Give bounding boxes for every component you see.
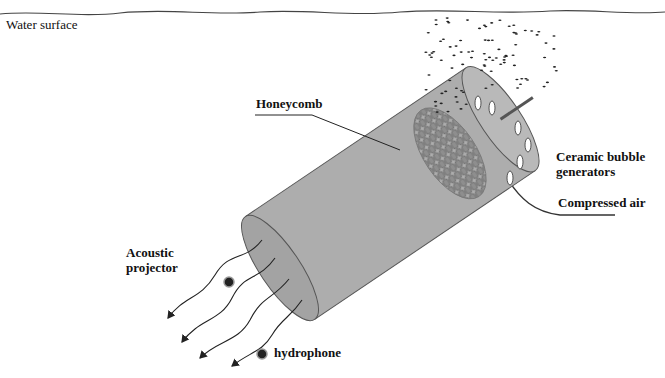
water-surface-label: Water surface [6, 18, 78, 33]
leader-line [255, 115, 312, 116]
cylinder-tank [229, 46, 568, 331]
water-surface-line [0, 11, 665, 15]
rod [501, 97, 533, 119]
hydrophone-label: hydrophone [274, 346, 341, 361]
hydrophone-dot [257, 349, 267, 359]
leader-line [312, 115, 400, 150]
projector-dot [224, 277, 234, 287]
bubbles [424, 17, 558, 113]
projector-label: Acoustic projector [126, 246, 198, 276]
compressed-air-label: Compressed air [558, 196, 646, 211]
honeycomb-label: Honeycomb [256, 97, 322, 112]
honeycomb [387, 84, 512, 223]
bubble-generator-label: Ceramic bubble generators [556, 150, 656, 180]
bubble-generators [475, 96, 531, 185]
